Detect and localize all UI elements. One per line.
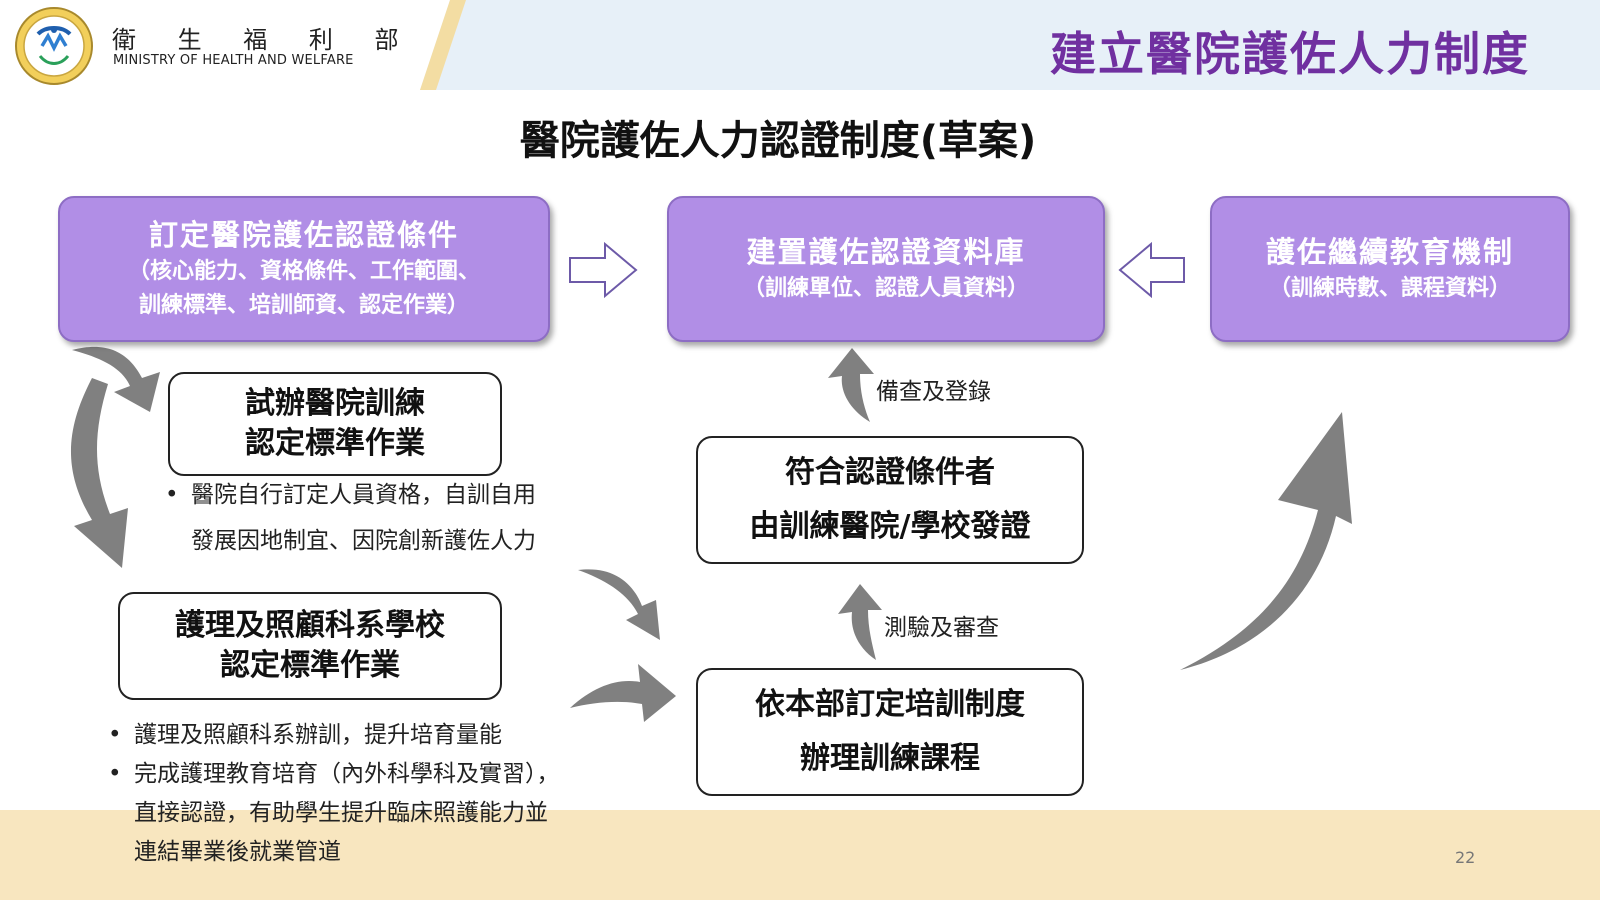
box-hospital-pilot: 試辦醫院訓練 認定標準作業 xyxy=(168,372,502,476)
box-certification-database-subtitle: （訓練單位、認證人員資料） xyxy=(742,276,1029,301)
box-certification-criteria-title: 訂定醫院護佐認證條件 xyxy=(148,218,459,252)
arrow-education-to-database xyxy=(1118,241,1185,299)
box-continuing-education: 護佐繼續教育機制 （訓練時數、課程資料） xyxy=(1210,196,1570,342)
note-hospital-line2: 發展因地制宜、因院創新護佐人力 xyxy=(191,528,536,554)
arrow-qualified-to-database xyxy=(828,348,874,422)
note-school-item2-line3: 連結畢業後就業管道 xyxy=(134,839,341,865)
box-continuing-education-title: 護佐繼續教育機制 xyxy=(1265,235,1514,269)
page-number: 22 xyxy=(1455,848,1476,867)
box-certification-database-title: 建置護佐認證資料庫 xyxy=(746,235,1026,269)
ministry-name-cn: 衛 生 福 利 部 xyxy=(112,26,416,54)
note-hospital-line1: 醫院自行訂定人員資格，自訓自用 xyxy=(165,472,536,518)
box-training-course: 依本部訂定培訓制度 辦理訓練課程 xyxy=(696,668,1084,796)
arrow-continuing-education xyxy=(1180,412,1352,670)
note-hospital: 醫院自行訂定人員資格，自訓自用 發展因地制宜、因院創新護佐人力 xyxy=(165,472,536,564)
box-qualified-certificate-line2: 由訓練醫院/學校發證 xyxy=(749,509,1031,544)
note-school-item1: 護理及照顧科系辦訓，提升培育量能 xyxy=(108,716,560,755)
arrow-hospital-to-training xyxy=(578,569,660,640)
box-certification-criteria: 訂定醫院護佐認證條件 （核心能力、資格條件、工作範圍、 訓練標準、培訓師資、認定… xyxy=(58,196,550,342)
label-exam: 測驗及審查 xyxy=(884,615,999,641)
arrow-training-to-qualified xyxy=(838,584,882,660)
arrow-school-to-training xyxy=(570,664,676,722)
box-training-course-line2: 辦理訓練課程 xyxy=(800,741,980,776)
box-hospital-pilot-line2: 認定標準作業 xyxy=(245,426,425,461)
ministry-name-en: MINISTRY OF HEALTH AND WELFARE xyxy=(113,53,354,68)
box-school-standard: 護理及照顧科系學校 認定標準作業 xyxy=(118,592,502,700)
arrow-to-school xyxy=(70,378,128,568)
arrow-criteria-to-database xyxy=(569,241,638,299)
footer-band xyxy=(0,810,1600,900)
note-school-item2-line2: 直接認證，有助學生提升臨床照護能力並 xyxy=(134,800,548,826)
ministry-logo-icon xyxy=(15,7,93,85)
header-white-panel xyxy=(0,0,466,90)
slide-heading: 建立醫院護佐人力制度 xyxy=(1050,27,1530,81)
box-qualified-certificate-line1: 符合認證條件者 xyxy=(785,455,995,490)
box-training-course-line1: 依本部訂定培訓制度 xyxy=(755,687,1025,722)
box-school-standard-line1: 護理及照顧科系學校 xyxy=(175,608,445,643)
box-certification-database: 建置護佐認證資料庫 （訓練單位、認證人員資料） xyxy=(667,196,1105,342)
note-school-item2-line1: 完成護理教育培育（內外科學科及實習）， xyxy=(108,755,560,794)
diagram-title: 醫院護佐人力認證制度(草案) xyxy=(519,118,1037,164)
box-continuing-education-subtitle: （訓練時數、課程資料） xyxy=(1268,276,1511,301)
box-school-standard-line2: 認定標準作業 xyxy=(220,648,400,683)
box-certification-criteria-line2: 訓練標準、培訓師資、認定作業） xyxy=(138,293,469,318)
note-school: 護理及照顧科系辦訓，提升培育量能 完成護理教育培育（內外科學科及實習）， 直接認… xyxy=(108,716,560,872)
box-qualified-certificate: 符合認證條件者 由訓練醫院/學校發證 xyxy=(696,436,1084,564)
box-certification-criteria-line1: （核心能力、資格條件、工作範圍、 xyxy=(127,259,480,284)
label-register: 備查及登錄 xyxy=(876,379,991,405)
arrow-to-hospital-pilot xyxy=(72,346,160,412)
box-hospital-pilot-line1: 試辦醫院訓練 xyxy=(245,386,425,421)
